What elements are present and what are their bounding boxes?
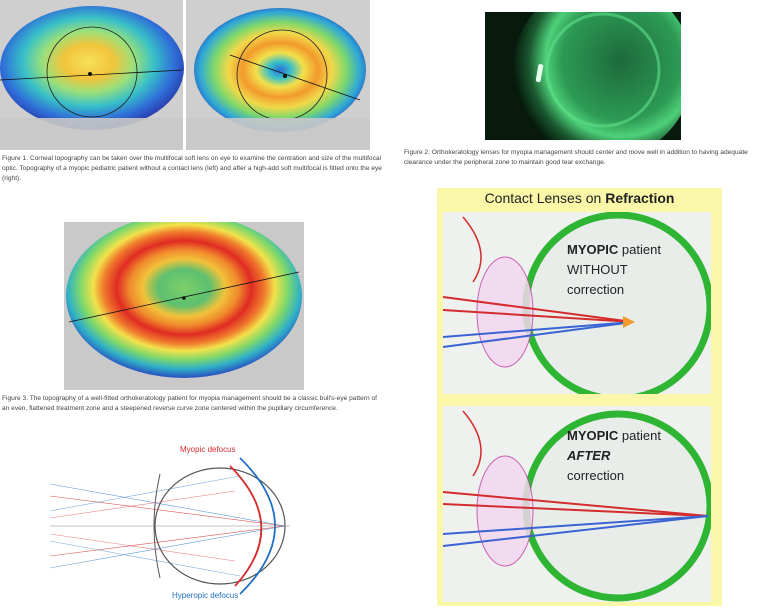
hyperopic-ray bbox=[49, 475, 241, 512]
light-ray bbox=[442, 321, 634, 348]
eyelid-upper bbox=[462, 216, 482, 283]
topography-right-center-point bbox=[283, 74, 287, 78]
topography-right-map bbox=[194, 8, 366, 132]
hyperopic-ray bbox=[49, 483, 286, 527]
panel-line2: AFTER bbox=[566, 448, 611, 463]
light-ray bbox=[442, 515, 709, 535]
panel-line3: correction bbox=[567, 282, 624, 297]
figure1-topography-pair bbox=[0, 0, 370, 150]
eye-lens bbox=[476, 455, 534, 567]
topography-right-lower-area bbox=[186, 118, 370, 150]
figure3-caption: Figure 3. The topography of a well-fitte… bbox=[2, 395, 377, 412]
eye-diagram-after-correction: MYOPIC patient AFTER correction bbox=[442, 410, 714, 602]
lens-photo-lens-edge bbox=[545, 12, 661, 128]
light-ray bbox=[442, 491, 709, 517]
lens-photo-reflection bbox=[535, 64, 544, 83]
lens-photo-fluorescein-pattern bbox=[513, 0, 693, 160]
topography-left-center-point bbox=[88, 72, 92, 76]
myopic-ray bbox=[49, 533, 236, 562]
defocus-diagram: Myopic defocus Hyperopic defocus bbox=[40, 436, 310, 608]
figure2-image bbox=[485, 0, 693, 160]
topography-left-map bbox=[0, 6, 184, 130]
poster-title-bold: Refraction bbox=[605, 190, 675, 206]
light-ray bbox=[442, 309, 634, 323]
light-ray bbox=[442, 321, 634, 338]
figure3-image bbox=[64, 214, 304, 390]
light-ray bbox=[442, 515, 709, 547]
myopic-ray bbox=[49, 490, 236, 519]
defocus-diagram-svg: Myopic defocus Hyperopic defocus bbox=[49, 445, 290, 600]
panel-line1: MYOPIC patient bbox=[567, 428, 661, 443]
figure3-topography bbox=[64, 214, 304, 390]
myopic-ray bbox=[49, 495, 286, 527]
figure1-caption: Figure 1. Corneal topography can be take… bbox=[2, 155, 382, 182]
figure2-lens-photo bbox=[485, 0, 693, 160]
hyperopic-ray bbox=[49, 525, 286, 569]
panel-line1: MYOPIC patient bbox=[567, 242, 661, 257]
myopic-defocus-label: Myopic defocus bbox=[180, 445, 236, 454]
eyelid-upper bbox=[462, 410, 482, 477]
topography-left-lower-area bbox=[0, 118, 183, 150]
light-ray bbox=[442, 296, 634, 323]
panel-line2: WITHOUT bbox=[567, 262, 628, 277]
poster-title: Contact Lenses on Refraction bbox=[437, 190, 722, 206]
eye-diagram-without-correction: MYOPIC patient WITHOUT correction bbox=[442, 211, 714, 403]
hyperopic-ray bbox=[49, 540, 241, 577]
hyperopic-defocus-label: Hyperopic defocus bbox=[172, 591, 238, 600]
figure1-images bbox=[0, 0, 370, 150]
bullseye-map bbox=[66, 214, 302, 378]
figure2-caption: Figure 2. Orthokeratology lenses for myo… bbox=[404, 149, 748, 166]
topography-right-meridian bbox=[229, 54, 361, 101]
light-ray bbox=[442, 503, 709, 517]
bullseye-center-point bbox=[182, 296, 186, 300]
panel-line3: correction bbox=[567, 468, 624, 483]
myopic-ray bbox=[49, 525, 286, 557]
poster-panel-after-correction: MYOPIC patient AFTER correction bbox=[442, 406, 714, 602]
focus-point-marker bbox=[623, 316, 635, 328]
topography-left-pupil-outline bbox=[46, 26, 138, 118]
refraction-poster: Contact Lenses on Refraction MYOPIC pati… bbox=[437, 188, 722, 606]
poster-title-prefix: Contact Lenses on bbox=[484, 190, 606, 206]
poster-panel-without-correction: MYOPIC patient WITHOUT correction bbox=[442, 211, 714, 403]
